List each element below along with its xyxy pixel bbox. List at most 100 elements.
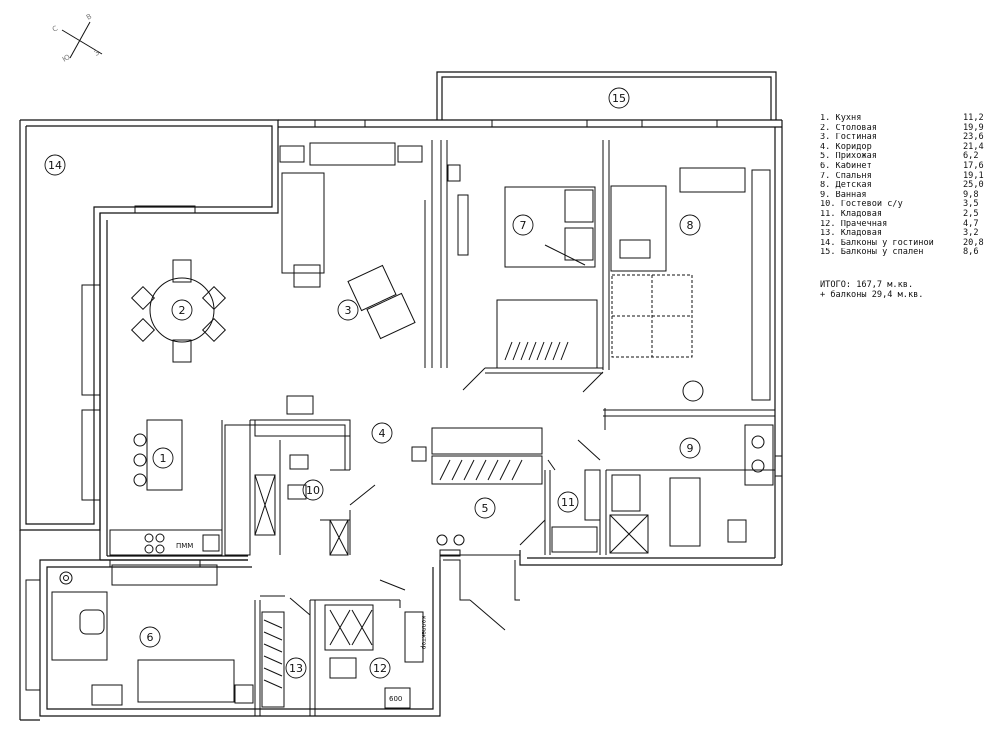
bath-vanity [744, 424, 774, 486]
sofa-study [137, 659, 235, 703]
doors [289, 367, 606, 631]
legend-row: 13. Кладовая 3,2 [820, 229, 985, 239]
bed-master [504, 186, 596, 268]
shelves-8 [751, 169, 771, 401]
wardrobe-rail [504, 341, 569, 361]
shower [609, 514, 649, 554]
exterior-walls [19, 71, 783, 721]
sink-kitchen [202, 534, 220, 552]
ceiling-lamp-8 [682, 380, 704, 402]
pantry-cabinet [584, 469, 601, 521]
legend-room-area: 9,8 [963, 189, 979, 200]
room-number-14: 14 [48, 159, 62, 172]
washer [384, 687, 411, 709]
legend-row: 3. Гостиная 23,6 [820, 133, 985, 143]
room-number-10: 10 [306, 484, 320, 497]
legend-room-name: 5. Прихожая [820, 152, 877, 162]
legend-room-area: 8,6 [963, 247, 979, 258]
sofa-living [281, 172, 325, 288]
legend-room-name: 7. Спальня [820, 171, 872, 181]
entry-meters [436, 534, 465, 557]
radiators-top [279, 145, 423, 163]
area-totals: ИТОГО: 167,7 м.кв. + балконы 29,4 м.кв. [820, 280, 923, 300]
kitchen-column [224, 424, 251, 556]
legend-room-area: 23,6 [963, 132, 984, 143]
legend-room-area: 17,6 [963, 160, 984, 171]
legend-row: 7. Спальня 19,1 [820, 170, 985, 182]
legend-room-name: 13. Кладовая [820, 229, 883, 239]
room-number-9: 9 [687, 442, 694, 455]
legend-row: 5. Прихожая 6,2 [820, 152, 985, 162]
compass-label-n: С [51, 24, 59, 33]
kitchen-island [133, 419, 183, 491]
room-number-7: 7 [520, 219, 527, 232]
legend-room-area: 3,2 [963, 228, 979, 239]
legend-room-area: 2,5 [963, 208, 979, 219]
bath-toilet [727, 519, 747, 543]
fixture-labels: ПММ 600 коллектор [176, 542, 427, 703]
laundry-dryer [329, 657, 357, 679]
legend-room-name: 12. Прачечная [820, 219, 888, 229]
bath-sink [611, 474, 641, 512]
room-number-5: 5 [482, 502, 489, 515]
entry-wardrobe [431, 455, 543, 485]
room-number-2: 2 [179, 304, 186, 317]
room-number-11: 11 [561, 496, 575, 509]
room-number-6: 6 [147, 631, 154, 644]
washer-label: 600 [389, 695, 402, 703]
total-area: ИТОГО: 167,7 м.кв. [820, 280, 914, 290]
room-number-12: 12 [373, 662, 387, 675]
legend-room-name: 6. Кабинет [820, 161, 872, 171]
legend-room-area: 21,4 [963, 141, 984, 152]
legend-room-name: 2. Столовая [820, 123, 877, 133]
wc-cabinet [254, 474, 276, 536]
dining-table [130, 259, 227, 363]
side-table-study [234, 684, 254, 704]
room-number-4: 4 [379, 427, 386, 440]
compass-label-w: З [93, 48, 101, 57]
legend-room-area: 19,1 [963, 170, 984, 181]
armchair-1 [347, 264, 416, 340]
desk-study [51, 591, 108, 661]
entry-bench [431, 427, 543, 455]
legend-row: 6. Кабинет 17,6 [820, 160, 985, 172]
legend-row: 12. Прачечная 4,7 [820, 218, 985, 230]
windows [25, 119, 783, 691]
legend-room-area: 6,2 [963, 151, 979, 162]
legend-room-name: 11. Кладовая [820, 209, 883, 219]
legend-room-area: 3,5 [963, 199, 979, 210]
radiator-corridor [254, 419, 351, 437]
room-number-8: 8 [687, 219, 694, 232]
console-corridor [286, 395, 314, 415]
legend-room-name: 3. Гостиная [820, 133, 877, 143]
collector-label: коллектор [420, 616, 427, 649]
room-number-15: 15 [612, 92, 626, 105]
room-numbers: 1 2 3 4 5 6 7 8 9 10 11 12 13 14 15 [48, 92, 694, 675]
kitchen-counter-bottom [109, 529, 223, 556]
laundry-sink [404, 611, 424, 663]
storage-13-rails [261, 611, 285, 708]
legend-room-name: 8. Детская [820, 181, 872, 191]
legend-row: 11. Кладовая 2,5 [820, 208, 985, 220]
room-number-1: 1 [160, 452, 167, 465]
tv-unit [309, 142, 396, 166]
legend-room-area: 19,9 [963, 122, 984, 133]
bunk-bed [610, 185, 667, 272]
legend-room-area: 25,0 [963, 180, 984, 191]
legend-room-name: 4. Коридор [820, 142, 872, 152]
cabinet-study [91, 684, 123, 706]
tv-console-7 [457, 194, 469, 256]
legend-room-area: 4,7 [963, 218, 979, 229]
desk-8 [679, 167, 746, 193]
legend-row: 15. Балконы у спален 8,6 [820, 248, 985, 258]
hob [144, 533, 165, 554]
room-markers [44, 87, 701, 679]
room-number-13: 13 [289, 662, 303, 675]
interior-walls [221, 140, 775, 716]
legend-room-name: 15. Балконы у спален [820, 248, 924, 258]
